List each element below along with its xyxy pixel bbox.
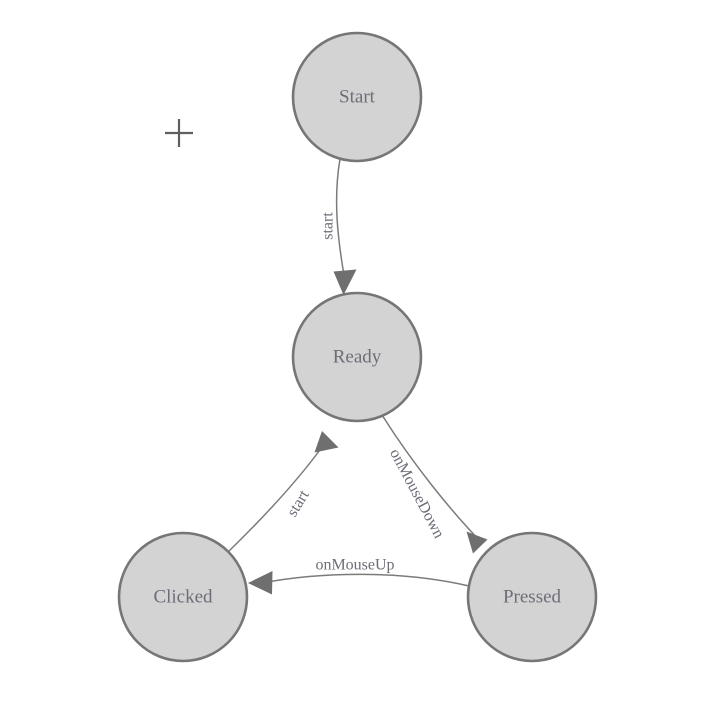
node-label-pressed: Pressed	[503, 586, 562, 607]
edge-path-start-to-ready	[335, 158, 345, 276]
node-ready[interactable]: Ready	[291, 291, 423, 423]
edge-label-clicked-to-ready: start	[284, 487, 313, 520]
edge-clicked-to-ready[interactable]: start	[227, 431, 339, 553]
arrowhead-into-ready-lower-left	[314, 431, 339, 453]
node-label-clicked: Clicked	[153, 586, 213, 607]
node-circle-clicked	[117, 531, 249, 663]
node-label-ready: Ready	[333, 346, 382, 367]
edge-path-ready-to-pressed	[381, 414, 483, 544]
edge-path-clicked-to-ready	[227, 442, 326, 553]
node-pressed[interactable]: Pressed	[466, 531, 598, 663]
node-label-start: Start	[339, 86, 376, 107]
node-circle-ready	[291, 291, 423, 423]
node-clicked[interactable]: Clicked	[117, 531, 249, 663]
edge-path-pressed-to-clicked	[261, 573, 470, 587]
node-circle-pressed	[466, 531, 598, 663]
edge-label-pressed-to-clicked: onMouseUp	[315, 557, 394, 574]
node-start[interactable]: Start	[291, 31, 423, 163]
edge-ready-to-pressed[interactable]: onMouseDown	[381, 414, 488, 554]
arrowhead-into-ready-top	[333, 269, 357, 295]
edge-start-to-ready[interactable]: start	[320, 158, 357, 295]
arrowhead-into-pressed	[466, 531, 488, 554]
crosshair-icon[interactable]	[165, 119, 193, 147]
edge-pressed-to-clicked[interactable]: onMouseUp	[248, 557, 470, 595]
node-circle-start	[291, 31, 423, 163]
arrowhead-into-clicked	[248, 571, 273, 595]
edge-label-start-to-ready: start	[320, 212, 337, 240]
